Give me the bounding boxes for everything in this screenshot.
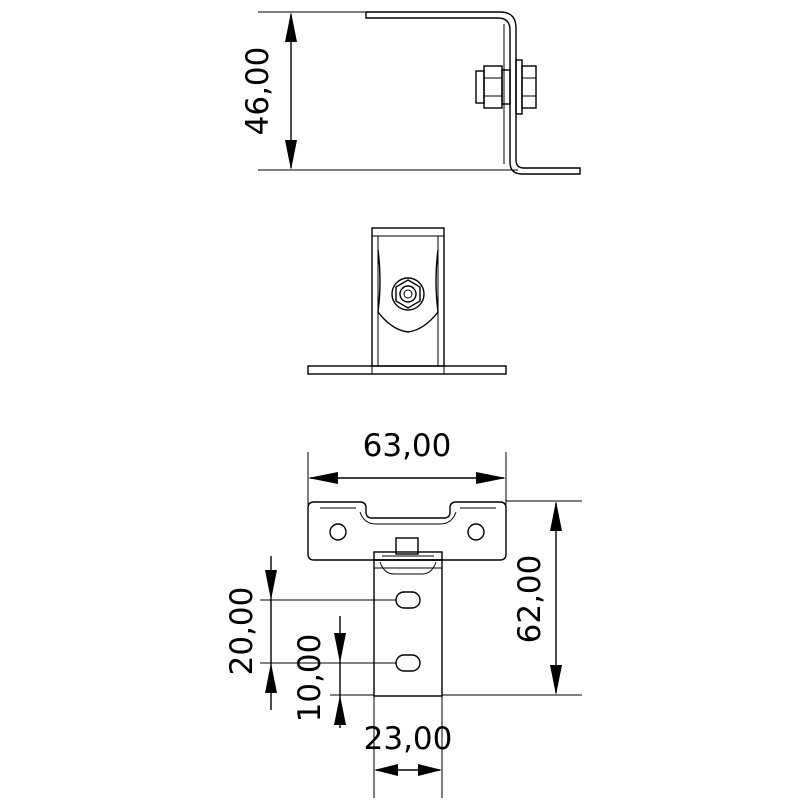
dimension-text-height: 46,00 [240, 47, 276, 136]
dimension-text-23: 23,00 [364, 721, 453, 757]
upright [371, 227, 445, 367]
mounting-hole-left [329, 523, 347, 541]
dimension-text-width: 63,00 [363, 428, 452, 464]
arrowhead-down [550, 665, 562, 695]
plan-view: 63,00 62,00 20,00 [224, 428, 582, 798]
dimension-text-62: 62,00 [512, 555, 548, 644]
nut-face [395, 279, 421, 309]
dimension-text-10: 10,00 [292, 634, 328, 723]
washer-face [391, 277, 425, 311]
arrowhead-down [285, 140, 297, 170]
arrowhead-right [476, 472, 506, 484]
bolt-head-top [395, 537, 419, 555]
mounting-hole-right [467, 523, 485, 541]
arrowhead-down [265, 570, 277, 600]
bolt-end [399, 285, 417, 303]
tab [373, 559, 443, 697]
arrowhead-down [334, 633, 346, 663]
arrowhead-up [550, 501, 562, 531]
arrowhead-left [308, 472, 338, 484]
bolt-side [475, 59, 537, 115]
clamp-outline [377, 249, 439, 333]
arrowhead-right [418, 764, 442, 776]
arrowhead-up [285, 12, 297, 42]
bracket-profile [365, 11, 581, 175]
bolt-head [475, 70, 485, 104]
washer [501, 69, 511, 105]
dimension-text-20: 20,00 [224, 587, 260, 676]
clamp-plate [515, 59, 523, 115]
rear-nut [521, 65, 537, 109]
nut [483, 65, 503, 109]
slot-upper [395, 591, 421, 609]
tab-bend-contour [379, 561, 437, 575]
base-plate-outline [307, 501, 507, 561]
bolt-center [403, 289, 413, 299]
arrowhead-up [334, 695, 346, 725]
side-view: 46,00 [240, 11, 581, 175]
arrowhead-left [374, 764, 398, 776]
plate-inner-contour [359, 511, 457, 525]
base-plate [307, 365, 507, 375]
slot-lower [395, 654, 421, 672]
front-view [307, 227, 507, 375]
arrowhead-up [265, 663, 277, 693]
